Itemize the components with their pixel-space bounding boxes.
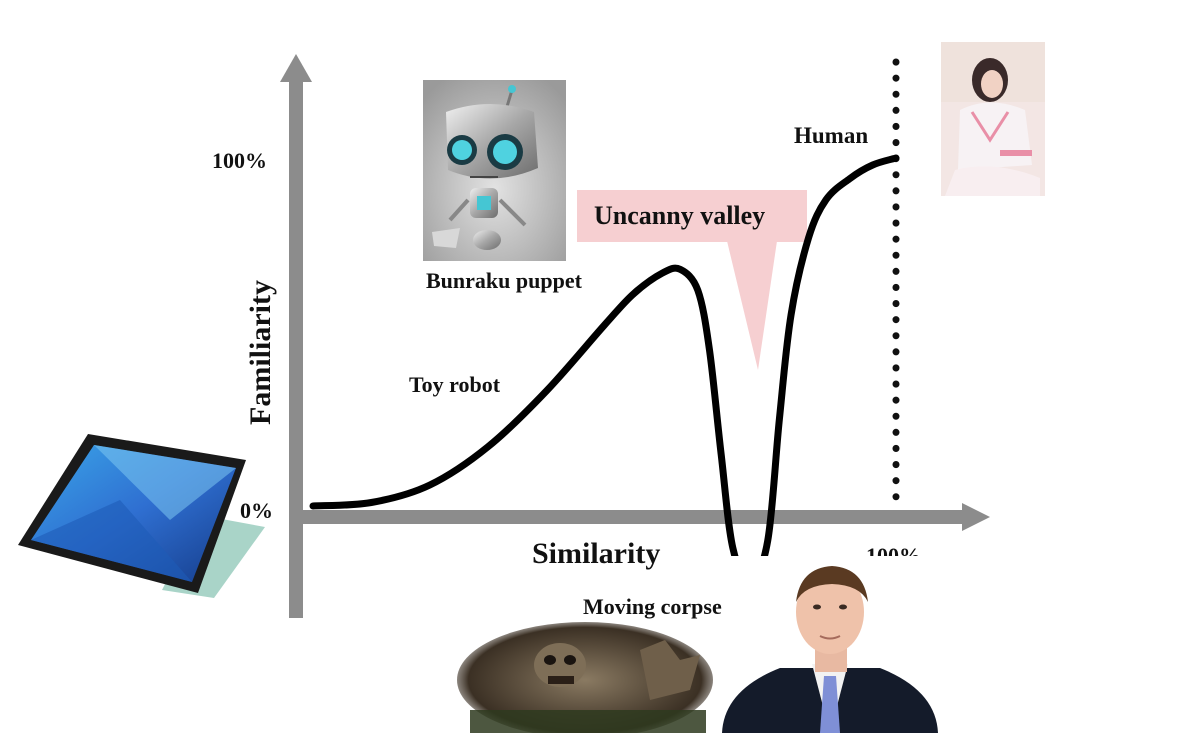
y-tick-0: 0%	[240, 498, 273, 523]
y-axis	[289, 80, 303, 618]
bunraku-label: Bunraku puppet	[426, 268, 583, 293]
toy-robot-image	[423, 80, 566, 261]
uncanny-valley-label: Uncanny valley	[594, 201, 765, 230]
x-axis	[296, 510, 964, 524]
man-portrait-image	[722, 556, 938, 733]
woman-photo-image	[941, 42, 1045, 196]
x-axis-label: Similarity	[532, 537, 660, 570]
y-axis-arrow	[280, 54, 312, 82]
y-axis-label: Familiarity	[244, 280, 277, 425]
moving-corpse-label: Moving corpse	[583, 594, 722, 619]
zombie-image	[457, 622, 713, 733]
x-axis-arrow	[962, 503, 990, 531]
axes	[280, 54, 990, 618]
toy-robot-label: Toy robot	[409, 372, 501, 397]
human-label: Human	[794, 123, 868, 148]
tablet-image	[18, 434, 265, 598]
y-tick-100: 100%	[212, 148, 267, 173]
